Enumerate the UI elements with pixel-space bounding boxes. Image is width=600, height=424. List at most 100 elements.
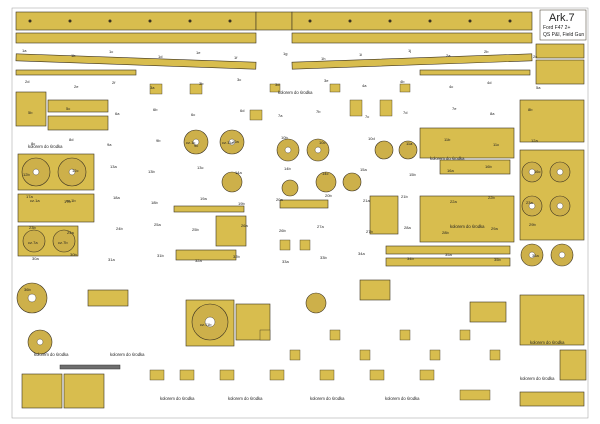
color-note: kolorem do środka (310, 396, 345, 401)
color-note: kolorem do środka (520, 376, 555, 381)
part-label: 3a (150, 85, 155, 90)
part-label: 1d (158, 54, 162, 59)
part-label: 1h (321, 56, 325, 61)
part-label: 8a (490, 111, 495, 116)
part-label: 27a (317, 224, 324, 229)
part-label: 4a (362, 83, 367, 88)
part-label: 35b (494, 257, 501, 262)
disc-label: cz.11a (222, 140, 234, 145)
part-label: 13a (110, 164, 117, 169)
part-label: 36b (24, 287, 31, 292)
title-block: Ark.7 Ford F47 2+ QS P&I, Field Gun (539, 9, 587, 41)
disc-label: cz.1c (186, 140, 195, 145)
part-label: 9a (107, 142, 112, 147)
part-label: 8b (528, 107, 533, 112)
color-note: kolorem do środka (28, 144, 63, 149)
part-label: 6c (191, 112, 195, 117)
sheet-model-line2: QS P&I, Field Gun (543, 32, 584, 38)
part-label: 34a (358, 251, 365, 256)
part-label: 7c (365, 114, 369, 119)
part-label: 6d (240, 108, 244, 113)
color-note: kolorem do środka (110, 352, 145, 357)
part-label: 3d (275, 82, 279, 87)
color-note: kolorem do środka (278, 90, 313, 95)
part-label: 6a (115, 111, 120, 116)
part-label: 2c (533, 54, 537, 59)
part-label: 32b (233, 254, 240, 259)
part-label: 27b (366, 229, 373, 234)
part-label: 13c (197, 165, 203, 170)
part-label: 29a (491, 226, 498, 231)
part-label: 33a (282, 259, 289, 264)
right-panels (519, 43, 587, 407)
part-label: 23a (526, 200, 533, 205)
part-label: 11a (406, 141, 413, 146)
part-label: 10c (319, 140, 325, 145)
part-label: 8c (31, 141, 35, 146)
part-label: 2f (112, 80, 116, 85)
part-label: 35a (445, 252, 452, 257)
part-label: 1i (359, 52, 362, 57)
left-parts (15, 91, 129, 409)
part-label: 30a (32, 256, 39, 261)
part-label: 12c (72, 168, 78, 173)
part-label: 25b (192, 227, 199, 232)
part-labels: 1a1b1c1d1e1f1g1h1i1j2a2b2c2d2e2f3a3b3c3d… (22, 48, 541, 292)
part-label: 14b (284, 166, 291, 171)
part-label: 11c (493, 142, 499, 147)
part-label: 4b (400, 79, 405, 84)
part-label: 1c (109, 49, 113, 54)
part-label: 10a (232, 139, 239, 144)
part-label: 33b (320, 255, 327, 260)
color-note: kolorem do środka (530, 340, 565, 345)
part-label: 2e (74, 84, 79, 89)
part-label: 4c (449, 84, 453, 89)
color-notes: kolorem do środka kolorem do środka kolo… (28, 90, 565, 401)
disc-label: cz.1b (66, 198, 76, 203)
part-label: 1j (408, 48, 411, 53)
part-label: 26a (241, 223, 248, 228)
part-label: 1g (283, 51, 287, 56)
part-label: 5b (28, 110, 33, 115)
sheet-number: Ark.7 (549, 12, 575, 24)
small-parts (149, 83, 501, 401)
part-label: 15a (360, 167, 367, 172)
part-label: 23b (29, 225, 36, 230)
part-label: 1f (234, 55, 238, 60)
part-label: 15b (409, 172, 416, 177)
part-label: 21a (363, 198, 370, 203)
part-label: 20a (276, 197, 283, 202)
part-label: 4d (487, 80, 491, 85)
part-label: 3c (237, 77, 241, 82)
part-label: 14c (322, 171, 328, 176)
part-label: 5c (66, 106, 70, 111)
part-label: 2b (484, 49, 489, 54)
part-label: 30b (70, 252, 77, 257)
part-label: 2d (25, 79, 29, 84)
part-label: 12a (531, 138, 538, 143)
part-label: 9c (194, 143, 198, 148)
part-label: 7b (316, 109, 321, 114)
part-label: 20b (325, 193, 332, 198)
part-label: 8d (69, 137, 73, 142)
part-label: 28a (404, 225, 411, 230)
part-label: 24a (67, 230, 74, 235)
part-label: 12b (23, 172, 30, 177)
part-label: 19a (200, 196, 207, 201)
part-label: 7d (403, 110, 407, 115)
disc-label: cz.7b (58, 240, 68, 245)
part-label: 5a (536, 85, 541, 90)
part-label: 1e (196, 50, 201, 55)
color-note: kolorem do środka (34, 352, 69, 357)
part-label: 10b (281, 135, 288, 140)
color-note: kolorem do środka (228, 396, 263, 401)
part-label: 26b (279, 228, 286, 233)
part-label: 7e (452, 106, 457, 111)
sheet-model-line1: Ford F47 2+ (543, 25, 570, 31)
part-label: 9b (156, 138, 161, 143)
part-label: 2a (446, 53, 451, 58)
part-label: 6b (153, 107, 158, 112)
